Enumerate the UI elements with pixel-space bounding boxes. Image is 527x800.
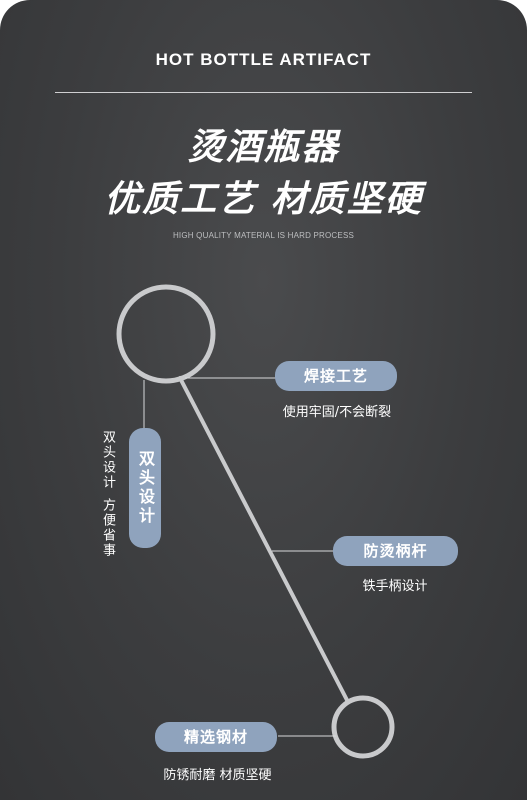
handle-label: 防烫柄杆 [333,536,458,566]
double-head-caption-1: 双头设计 [100,430,115,490]
double-head-label-text: 双头设计 [136,450,155,526]
handle-rod [178,376,350,704]
large-ring [116,284,216,384]
steel-label: 精选钢材 [155,722,277,752]
welding-label: 焊接工艺 [275,361,397,391]
handle-caption: 铁手柄设计 [362,579,428,594]
welding-caption: 使用牢固/不会断裂 [282,405,392,420]
main-title: 烫酒瓶器 [187,127,340,168]
header-divider [55,92,472,93]
small-ring [331,695,395,759]
english-subtitle: HIGH QUALITY MATERIAL IS HARD PROCESS [172,231,355,240]
english-heading: HOT BOTTLE ARTIFACT [155,50,372,69]
double-head-caption-2: 方便省事 [100,498,115,558]
double-head-label: 双头设计 [129,428,161,548]
main-subtitle: 优质工艺 材质坚硬 [104,179,423,220]
steel-caption: 防锈耐磨 材质坚硬 [163,768,272,783]
